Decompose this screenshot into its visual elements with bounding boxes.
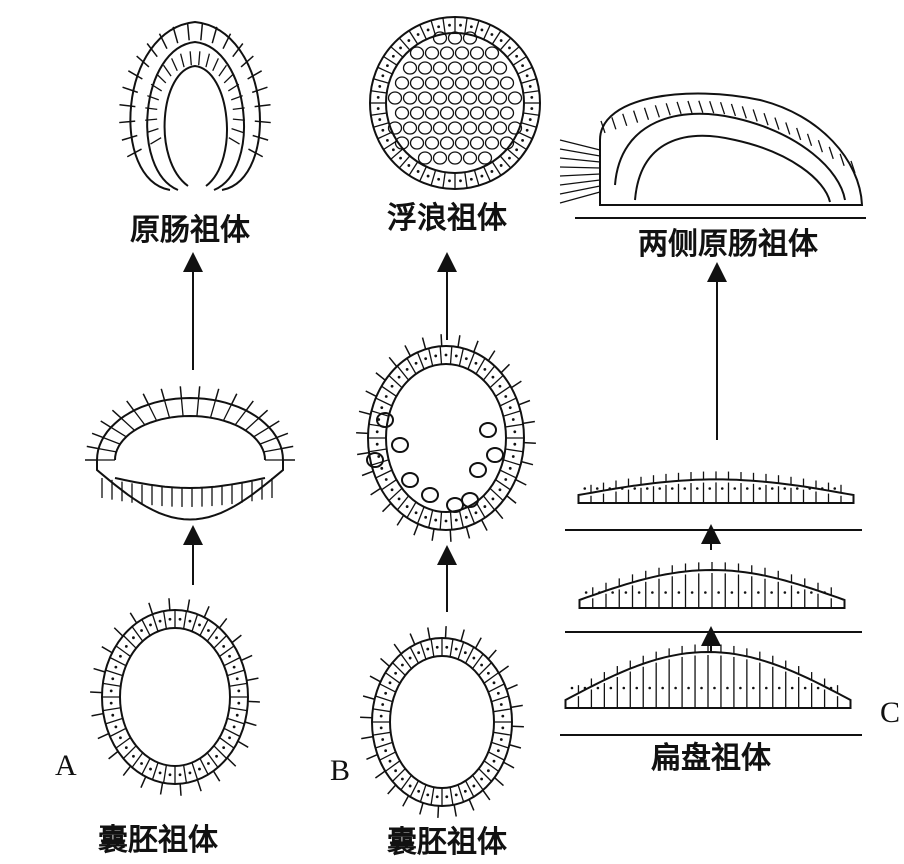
gastrula-forming-a — [85, 386, 295, 521]
placula-stage-2 — [578, 562, 846, 609]
blastula-b — [360, 626, 524, 818]
label-bilateral-gastraea: 两侧原肠祖体 — [638, 227, 819, 262]
bilateral-gastraea — [559, 92, 864, 206]
letter-a: A — [55, 749, 77, 782]
column-c: 扁盘祖体 两侧原肠祖体 C — [559, 92, 900, 776]
label-blastula-b: 囊胚祖体 — [387, 825, 508, 860]
label-gastraea: 原肠祖体 — [130, 213, 251, 248]
label-blastula-a: 囊胚祖体 — [98, 823, 219, 858]
gastrula-a — [119, 20, 271, 191]
label-planuloid: 浮浪祖体 — [387, 201, 508, 236]
blastula-a — [90, 598, 260, 796]
column-b: 囊胚祖体 浮浪祖体 B — [330, 16, 541, 860]
column-a: 囊胚祖体 原肠祖体 A — [55, 20, 295, 858]
letter-c: C — [880, 696, 900, 729]
placula-stage-3 — [577, 471, 855, 504]
label-placuloid: 扁盘祖体 — [651, 741, 772, 776]
planula-forming-b — [356, 334, 536, 542]
planula-b — [369, 16, 541, 190]
placula-stage-1 — [564, 644, 852, 709]
letter-b: B — [330, 754, 350, 787]
